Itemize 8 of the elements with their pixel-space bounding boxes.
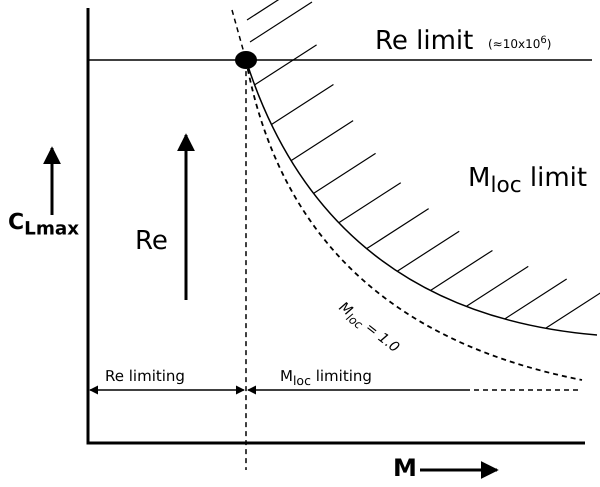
region-label: M$_{loc}$ limiting — [280, 369, 372, 388]
axis-label: C$_{Lmax}$ — [8, 212, 80, 239]
axis-label: M — [393, 456, 417, 480]
region-label: Re limiting — [105, 369, 185, 384]
direction-label: Re — [135, 228, 168, 254]
value-note: (≈10x10$^{6}$) — [488, 36, 552, 50]
curve-label: M$_{loc}$ limit — [468, 165, 588, 197]
curve-label: Re limit — [375, 28, 474, 54]
